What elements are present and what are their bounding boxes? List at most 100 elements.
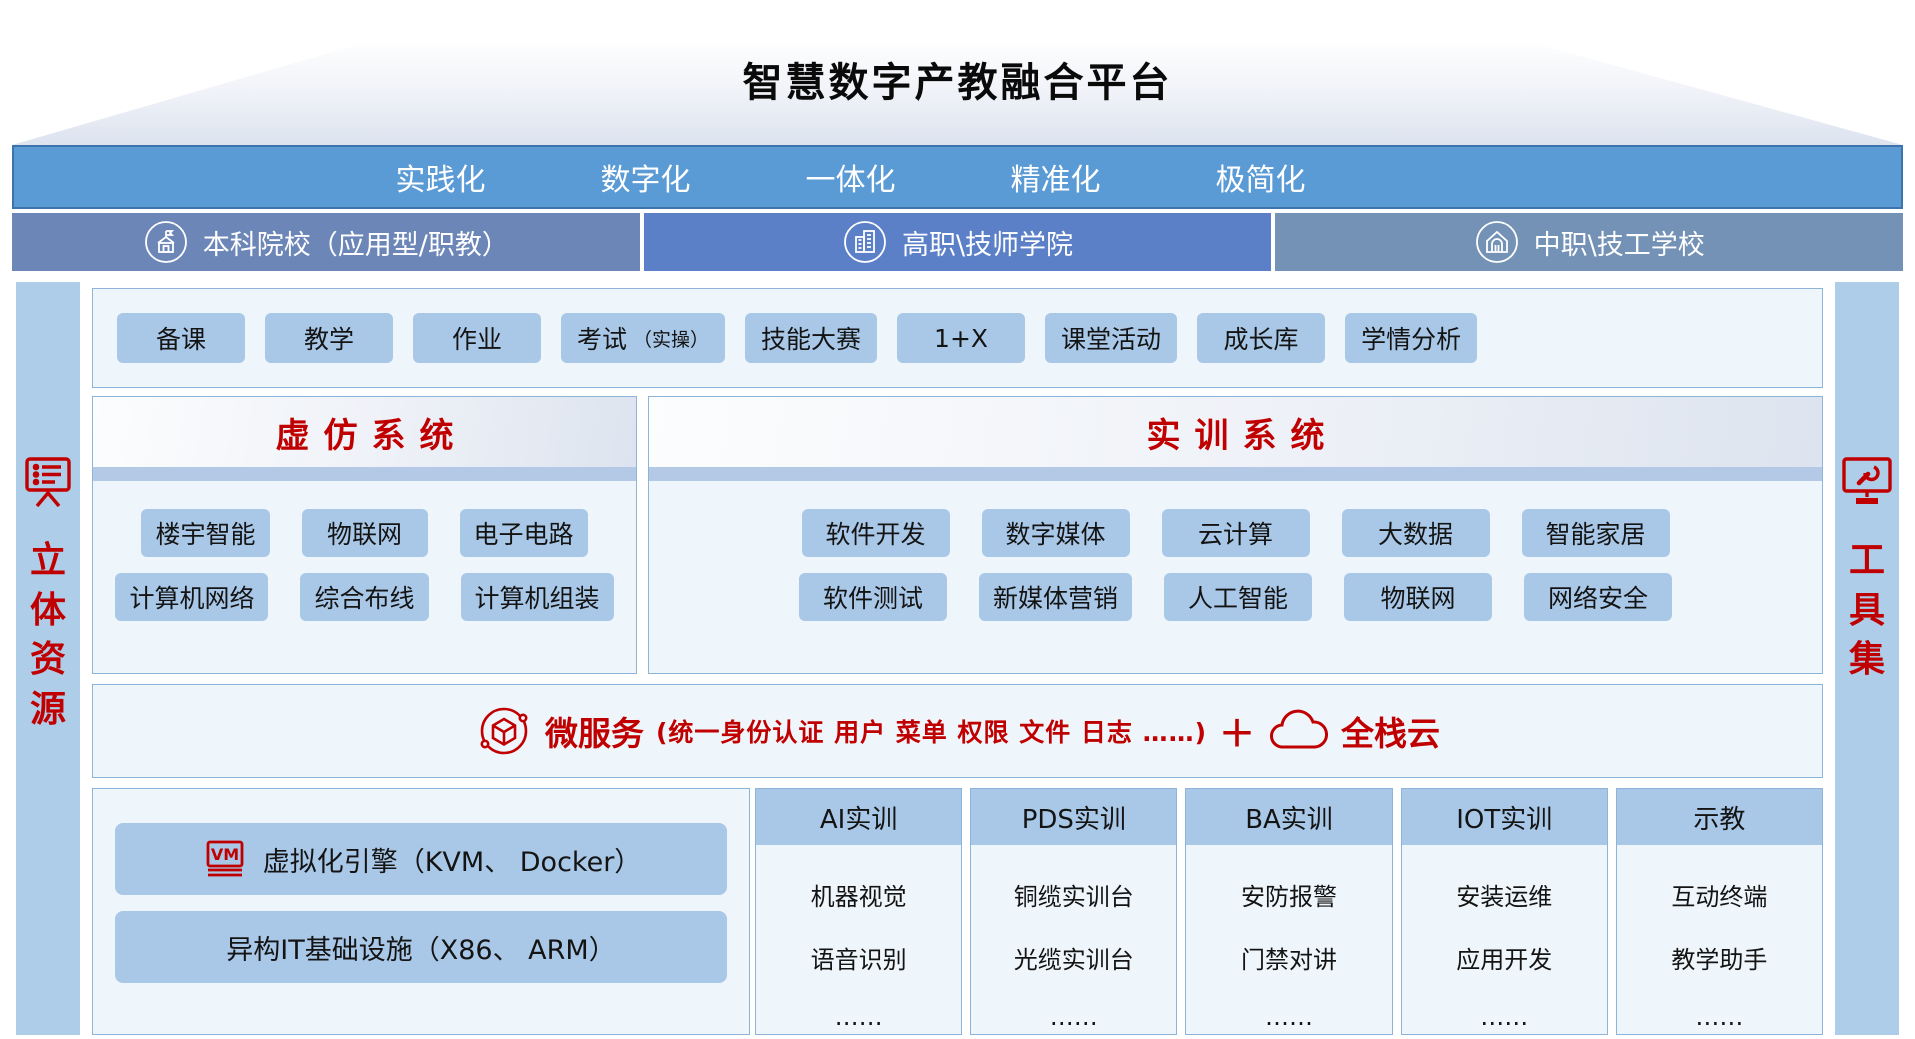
station-header: 示教 bbox=[1616, 789, 1823, 845]
microservice-label: 微服务 bbox=[544, 714, 644, 753]
panel-divider-band bbox=[93, 467, 636, 481]
right-rail-toolset: 工具集 bbox=[1835, 282, 1899, 1035]
tool-chip-chengzhangku: 成长库 bbox=[1197, 313, 1326, 363]
station-item: 安防报警 bbox=[1241, 883, 1337, 911]
tool-chip-label: 课堂活动 bbox=[1061, 325, 1162, 354]
monitor-wrench-icon bbox=[1842, 457, 1892, 504]
training-panel-header: 实训系统 bbox=[649, 397, 1822, 467]
training-chip: 软件开发 bbox=[801, 509, 950, 557]
station-header: PDS实训 bbox=[971, 789, 1177, 845]
training-row-1: 软件开发 数字媒体 云计算 大数据 智能家居 bbox=[649, 509, 1822, 557]
station-item: 铜缆实训台 bbox=[1013, 883, 1134, 911]
station-header: IOT实训 bbox=[1401, 789, 1607, 845]
it-infrastructure-bar: 异构IT基础设施（X86、 ARM） bbox=[115, 911, 727, 983]
station-item: 教学助手 bbox=[1671, 946, 1768, 974]
training-chip: 物联网 bbox=[1344, 573, 1492, 621]
school-type-undergraduate: 本科院校（应用型/职教） bbox=[12, 213, 640, 271]
infrastructure-panel: VM 虚拟化引擎（KVM、 Docker） 异构IT基础设施（X86、 ARM） bbox=[92, 788, 750, 1035]
microservice-strip: 微服务 (统一身份认证 用户 菜单 权限 文件 日志 ……) ＋ 全栈云 bbox=[92, 684, 1823, 778]
tool-chip-label: 1+X bbox=[934, 323, 989, 353]
station-item: …… bbox=[1695, 1003, 1744, 1031]
station-iot: IOT实训 安装运维 应用开发 …… bbox=[1400, 788, 1608, 1035]
cloud-icon bbox=[1270, 709, 1329, 749]
station-item: 安装运维 bbox=[1456, 883, 1553, 911]
training-stations: AI实训 机器视觉 语音识别 …… PDS实训 铜缆实训台 光缆实训台 …… B… bbox=[755, 788, 1824, 1035]
school-type-label: 本科院校（应用型/职教） bbox=[202, 229, 509, 261]
fullstack-cloud-label: 全栈云 bbox=[1341, 714, 1441, 753]
virtualization-engine-bar: VM 虚拟化引擎（KVM、 Docker） bbox=[115, 823, 727, 895]
training-panel-body: 软件开发 数字媒体 云计算 大数据 智能家居 软件测试 新媒体营销 人工智能 物… bbox=[649, 481, 1822, 621]
plus-sign: ＋ bbox=[1219, 714, 1256, 755]
training-chip: 软件测试 bbox=[798, 573, 947, 621]
training-system-panel: 实训系统 软件开发 数字媒体 云计算 大数据 智能家居 软件测试 新媒体营销 人… bbox=[648, 396, 1823, 674]
station-item: …… bbox=[1049, 1003, 1098, 1031]
station-body: 互动终端 教学助手 …… bbox=[1617, 845, 1822, 1034]
tool-chip-zuoye: 作业 bbox=[413, 313, 541, 363]
virtual-chip: 计算机组装 bbox=[460, 573, 614, 621]
presentation-board-icon bbox=[25, 457, 71, 508]
main-content: 备课 教学 作业 考试（实操） 技能大赛 1+X 课堂活动 成长库 学情分析 虚… bbox=[92, 282, 1824, 1037]
right-rail-label: 工具集 bbox=[1848, 540, 1885, 681]
training-panel-title: 实训系统 bbox=[1146, 415, 1339, 456]
tool-chip-label: 技能大赛 bbox=[761, 325, 862, 354]
virtual-panel-title: 虚仿系统 bbox=[275, 415, 468, 456]
tool-chip-label: 教学 bbox=[303, 325, 354, 354]
station-body: 安装运维 应用开发 …… bbox=[1402, 845, 1607, 1034]
station-item: 光缆实训台 bbox=[1013, 946, 1134, 974]
station-item: 应用开发 bbox=[1456, 946, 1553, 974]
virtual-chip: 计算机网络 bbox=[115, 573, 269, 621]
tool-chip-label: 备课 bbox=[155, 325, 206, 354]
training-chip: 数字媒体 bbox=[981, 509, 1130, 557]
vm-icon: VM bbox=[206, 840, 244, 877]
training-row-2: 软件测试 新媒体营销 人工智能 物联网 网络安全 bbox=[649, 573, 1822, 621]
tool-chip-jiaoxue: 教学 bbox=[265, 313, 393, 363]
keyword: 极简化 bbox=[1215, 163, 1306, 198]
station-body: 铜缆实训台 光缆实训台 …… bbox=[971, 845, 1176, 1034]
training-chip: 人工智能 bbox=[1164, 573, 1312, 621]
keyword: 精准化 bbox=[1010, 163, 1101, 198]
title-banner-shape: 智慧数字产教融合平台 bbox=[12, 38, 1903, 145]
tool-chip-kaoshi: 考试（实操） bbox=[561, 313, 726, 363]
svg-text:VM: VM bbox=[211, 845, 239, 864]
school-flag-icon bbox=[144, 221, 187, 263]
tool-chip-label: 作业 bbox=[451, 325, 502, 354]
training-chip: 云计算 bbox=[1161, 509, 1310, 557]
school-type-secondary-vocational: 中职\技工学校 bbox=[1275, 213, 1904, 271]
tool-chip-ketanghuodong: 课堂活动 bbox=[1045, 313, 1178, 363]
page-title: 智慧数字产教融合平台 bbox=[742, 60, 1173, 106]
left-rail-resources: 立体资源 bbox=[16, 282, 80, 1035]
station-shijiao: 示教 互动终端 教学助手 …… bbox=[1615, 788, 1824, 1035]
school-type-label: 中职\技工学校 bbox=[1533, 229, 1705, 261]
station-item: …… bbox=[834, 1003, 883, 1031]
station-item: 门禁对讲 bbox=[1241, 946, 1337, 974]
tool-chip-jinengdasai: 技能大赛 bbox=[745, 313, 878, 363]
campus-hall-icon bbox=[1475, 221, 1518, 263]
virtual-row-1: 楼宇智能 物联网 电子电路 bbox=[93, 509, 636, 557]
station-body: 机器视觉 语音识别 …… bbox=[756, 845, 961, 1034]
tool-chip-xueqingfenxi: 学情分析 bbox=[1345, 313, 1478, 363]
virtual-chip: 物联网 bbox=[301, 509, 428, 557]
station-pds: PDS实训 铜缆实训台 光缆实训台 …… bbox=[970, 788, 1178, 1035]
it-infrastructure-label: 异构IT基础设施（X86、 ARM） bbox=[226, 934, 616, 966]
tool-chip-label: 考试 bbox=[577, 325, 628, 354]
panel-divider-band bbox=[649, 467, 1822, 481]
school-type-label: 高职\技师学院 bbox=[901, 229, 1074, 261]
tool-chip-label: 成长库 bbox=[1223, 325, 1299, 354]
station-body: 安防报警 门禁对讲 …… bbox=[1186, 845, 1391, 1034]
training-chip: 智能家居 bbox=[1521, 509, 1670, 557]
virtual-chip: 综合布线 bbox=[300, 573, 429, 621]
station-ba: BA实训 安防报警 门禁对讲 …… bbox=[1185, 788, 1393, 1035]
station-ai: AI实训 机器视觉 语音识别 …… bbox=[755, 788, 963, 1035]
tool-chip-1x: 1+X bbox=[897, 313, 1026, 363]
tool-chip-label: 学情分析 bbox=[1361, 325, 1462, 354]
tool-chip-note: （实操） bbox=[633, 328, 710, 351]
station-item: 互动终端 bbox=[1671, 883, 1768, 911]
station-header: AI实训 bbox=[756, 789, 962, 845]
virtual-panel-header: 虚仿系统 bbox=[93, 397, 636, 467]
virtual-row-2: 计算机网络 综合布线 计算机组装 bbox=[93, 573, 636, 621]
microservice-detail: (统一身份认证 用户 菜单 权限 文件 日志 ……) bbox=[655, 718, 1208, 747]
virtual-chip: 楼宇智能 bbox=[141, 509, 270, 557]
virtual-simulation-panel: 虚仿系统 楼宇智能 物联网 电子电路 计算机网络 综合布线 计算机组装 bbox=[92, 396, 637, 674]
virtual-panel-body: 楼宇智能 物联网 电子电路 计算机网络 综合布线 计算机组装 bbox=[93, 481, 636, 621]
virtualization-engine-label: 虚拟化引擎（KVM、 Docker） bbox=[262, 846, 642, 878]
